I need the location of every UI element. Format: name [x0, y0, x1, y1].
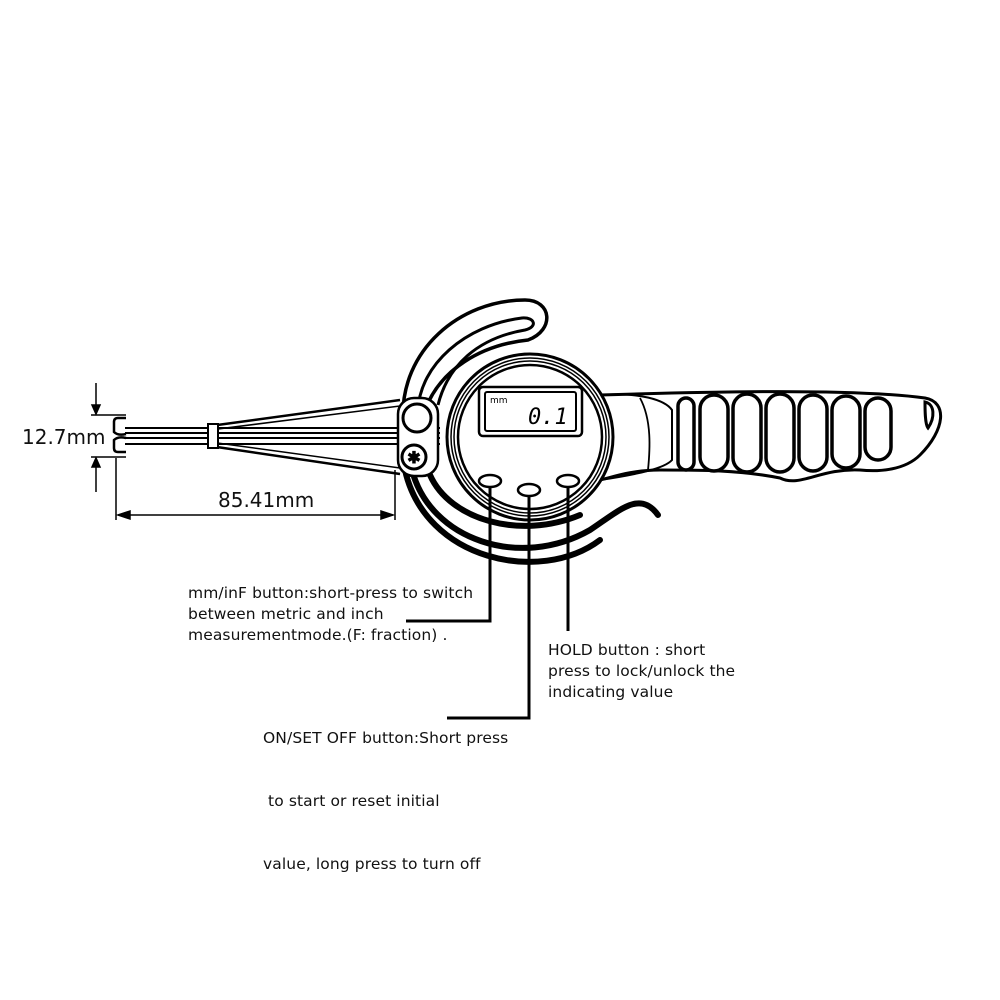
dimension-lines [90, 383, 396, 521]
pivot-knob [401, 402, 433, 434]
callout-line: to start or reset initial [263, 792, 440, 810]
callout-line: value, long press to turn off [263, 855, 481, 873]
callout-line: press to lock/unlock the [548, 662, 736, 680]
callout-line: measurementmode.(F: fraction) . [188, 626, 448, 644]
callout-line: mm/inF button:short-press to switch [188, 584, 474, 602]
on-set-off-button-callout: ON/SET OFF button:Short press to start o… [263, 686, 508, 896]
callout-line: ON/SET OFF button:Short press [263, 729, 509, 747]
svg-text:✱: ✱ [407, 448, 420, 467]
arm-length-dimension: 85.41mm [218, 488, 315, 512]
callout-line: between metric and inch [188, 605, 384, 623]
measuring-arms [112, 398, 440, 476]
lcd-unit: mm [490, 396, 508, 406]
lcd-value: 0.1 [528, 405, 568, 430]
callout-line: indicating value [548, 683, 674, 701]
dial: mm 0.1 [445, 352, 615, 522]
hold-button[interactable] [555, 473, 581, 489]
thumb-lever [401, 298, 549, 421]
pivot-block: ✱ [396, 396, 440, 478]
mm-inf-button-callout: mm/inF button:short-press to switch betw… [188, 583, 473, 646]
hold-button-callout: HOLD button : short press to lock/unlock… [548, 640, 735, 703]
handle [598, 390, 942, 483]
leader-lines [406, 487, 570, 720]
screw-icon [400, 443, 428, 471]
mm-inf-button[interactable] [477, 473, 503, 489]
lcd-screen [484, 391, 577, 432]
jaw-opening-dimension: 12.7mm [22, 425, 106, 449]
callout-line: HOLD button : short [548, 641, 706, 659]
on-set-off-button[interactable] [516, 482, 542, 498]
